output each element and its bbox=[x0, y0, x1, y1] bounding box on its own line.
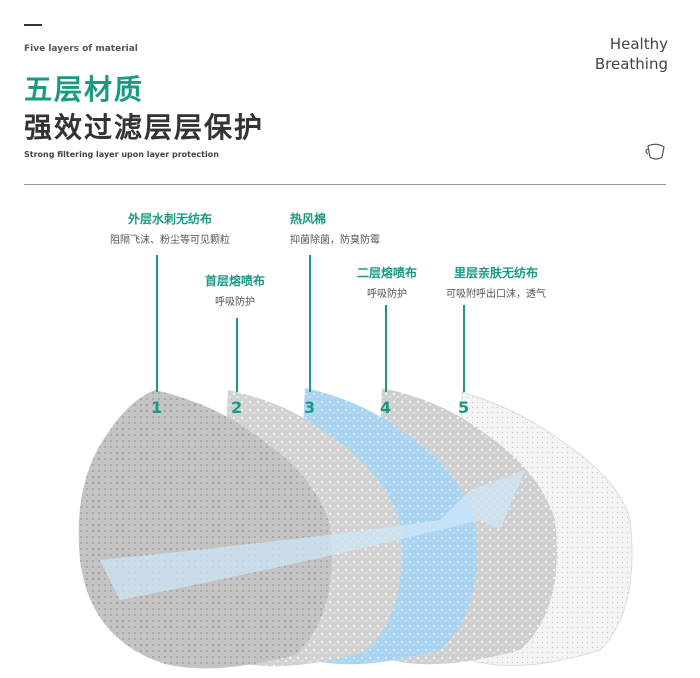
layer-2-desc: 呼吸防护 bbox=[215, 297, 255, 308]
layer-4-name: 二层熔喷布 bbox=[356, 266, 417, 280]
mask-icon bbox=[645, 143, 665, 160]
brand-text: Healthy Breathing bbox=[595, 34, 668, 74]
layer-2-label: 首层熔喷布 呼吸防护 bbox=[180, 272, 290, 308]
layer-3-label: 热风棉 抑菌除菌，防臭防霉 bbox=[290, 210, 400, 246]
layer-5-name: 里层亲肤无纺布 bbox=[453, 266, 538, 280]
airflow-arrow bbox=[100, 470, 525, 600]
header-dash bbox=[24, 24, 42, 26]
brand-line-1: Healthy bbox=[609, 35, 668, 53]
layer-3-name: 热风棉 bbox=[290, 212, 327, 226]
layer-4-label: 二层熔喷布 呼吸防护 bbox=[335, 264, 439, 300]
tagline-en: Strong filtering layer upon layer protec… bbox=[24, 150, 219, 159]
layer-4-number: 4 bbox=[380, 398, 392, 417]
layer-4-desc: 呼吸防护 bbox=[367, 289, 407, 300]
layer-2-name: 首层熔喷布 bbox=[204, 274, 265, 288]
layer-3-number: 3 bbox=[304, 398, 316, 417]
layer-1-desc: 阻隔飞沫、粉尘等可见颗粒 bbox=[110, 235, 230, 246]
layer-1-label: 外层水刺无纺布 阻隔飞沫、粉尘等可见颗粒 bbox=[100, 210, 240, 246]
layer-2-number: 2 bbox=[231, 398, 243, 417]
layer-3-desc: 抑菌除菌，防臭防霉 bbox=[290, 235, 380, 246]
brand-line-2: Breathing bbox=[594, 55, 668, 73]
layer-5-number: 5 bbox=[458, 398, 470, 417]
layer-5-desc: 可吸附呼出口沫，透气 bbox=[446, 289, 546, 300]
layer-1-name: 外层水刺无纺布 bbox=[127, 212, 212, 226]
header-divider bbox=[24, 184, 666, 185]
layer-1-number: 1 bbox=[151, 398, 163, 417]
page-title: 五层材质 bbox=[24, 73, 145, 106]
layer-5-label: 里层亲肤无纺布 可吸附呼出口沫，透气 bbox=[426, 264, 566, 300]
five-layers-en: Five layers of material bbox=[24, 44, 138, 54]
page-subtitle: 强效过滤层层保护 bbox=[24, 111, 265, 144]
